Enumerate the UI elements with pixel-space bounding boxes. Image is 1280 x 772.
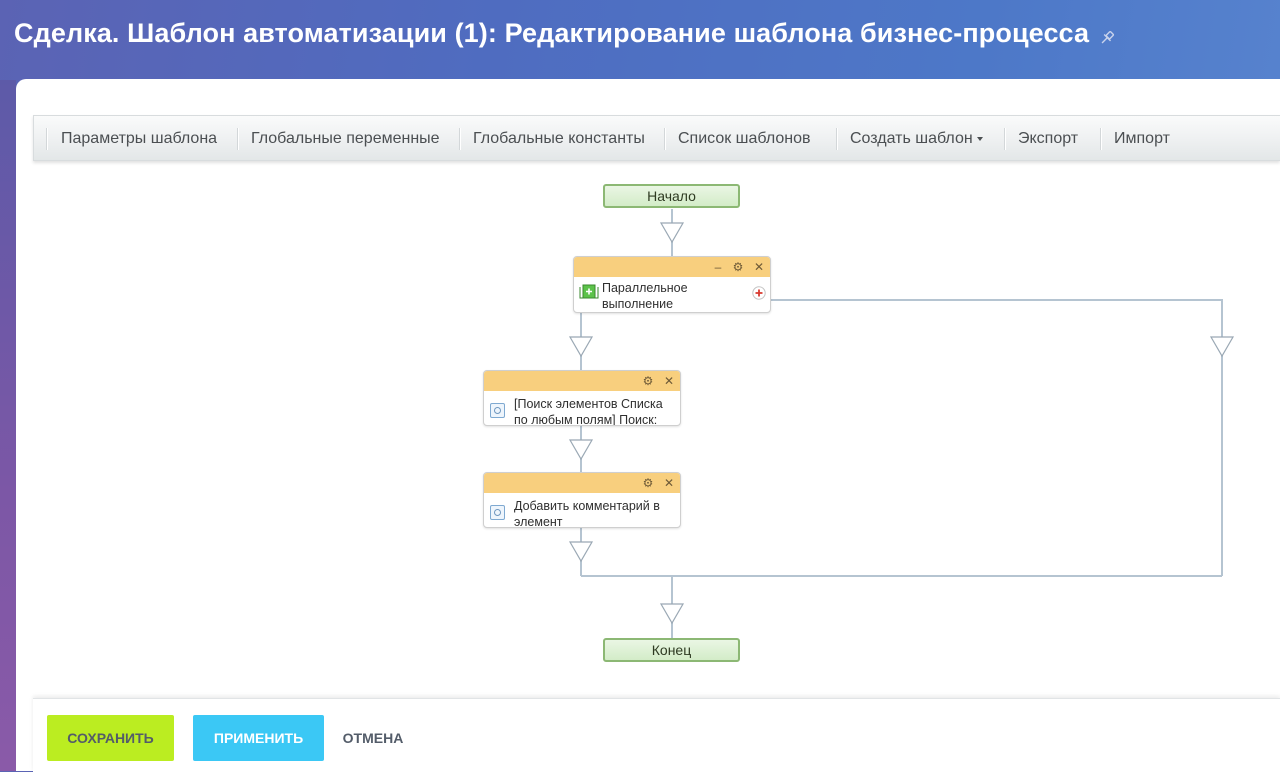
toolbar: Параметры шаблона Глобальные переменные … (33, 115, 1280, 161)
end-node[interactable]: Конец (603, 638, 740, 662)
activity-title: Добавить комментарий в элемент (514, 499, 660, 528)
toolbar-separator (46, 128, 48, 150)
toolbar-separator (459, 128, 461, 150)
toolbar-separator (664, 128, 666, 150)
toolbar-create-template-label: Создать шаблон (850, 130, 973, 147)
activity-list-search[interactable]: ⚙ ✕ [Поиск элементов Списка по любым пол… (483, 370, 681, 426)
save-button[interactable]: СОХРАНИТЬ (47, 715, 174, 761)
activity-header: – ⚙ ✕ (574, 257, 770, 277)
page-title: Сделка. Шаблон автоматизации (1): Редакт… (14, 18, 1090, 48)
toolbar-global-variables[interactable]: Глобальные переменные (251, 130, 440, 147)
start-node[interactable]: Начало (603, 184, 740, 208)
pin-icon[interactable] (1098, 29, 1116, 47)
toolbar-separator (1004, 128, 1006, 150)
apply-button[interactable]: ПРИМЕНИТЬ (193, 715, 324, 761)
gear-icon[interactable]: ⚙ (642, 476, 654, 490)
arrow-down-icon (568, 439, 594, 461)
activity-title: [Поиск элементов Списка по любым полям] … (514, 397, 663, 426)
activity-title: Параллельное выполнение (602, 281, 688, 311)
add-branch-icon[interactable] (752, 286, 766, 300)
parallel-icon (579, 284, 599, 299)
cancel-button[interactable]: ОТМЕНА (333, 715, 413, 761)
arrow-down-icon (568, 541, 594, 563)
toolbar-separator (237, 128, 239, 150)
close-icon[interactable]: ✕ (663, 374, 675, 388)
toolbar-template-list[interactable]: Список шаблонов (678, 130, 811, 147)
toolbar-template-params[interactable]: Параметры шаблона (61, 130, 218, 147)
gear-icon[interactable]: ⚙ (642, 374, 654, 388)
footer-bar: СОХРАНИТЬ ПРИМЕНИТЬ ОТМЕНА (33, 698, 1280, 772)
toolbar-import[interactable]: Импорт (1114, 130, 1170, 147)
activity-icon (490, 505, 505, 520)
toolbar-global-constants[interactable]: Глобальные константы (473, 130, 645, 147)
activity-add-comment[interactable]: ⚙ ✕ Добавить комментарий в элемент (483, 472, 681, 528)
activity-header: ⚙ ✕ (484, 473, 680, 493)
toolbar-export[interactable]: Экспорт (1018, 130, 1079, 147)
background-strip (0, 80, 16, 771)
activity-header: ⚙ ✕ (484, 371, 680, 391)
caret-down-icon (976, 136, 983, 141)
activity-parallel[interactable]: – ⚙ ✕ Параллельное выполнение (573, 256, 771, 313)
toolbar-separator (836, 128, 838, 150)
activity-icon (490, 403, 505, 418)
close-icon[interactable]: ✕ (753, 260, 765, 274)
toolbar-create-template[interactable]: Создать шаблон (850, 116, 983, 160)
arrow-down-icon (659, 222, 685, 244)
toolbar-separator (1100, 128, 1102, 150)
close-icon[interactable]: ✕ (663, 476, 675, 490)
collapse-icon[interactable]: – (714, 260, 722, 274)
arrow-down-icon (1209, 336, 1235, 358)
arrow-down-icon (568, 336, 594, 358)
arrow-down-icon (659, 603, 685, 625)
gear-icon[interactable]: ⚙ (732, 260, 744, 274)
